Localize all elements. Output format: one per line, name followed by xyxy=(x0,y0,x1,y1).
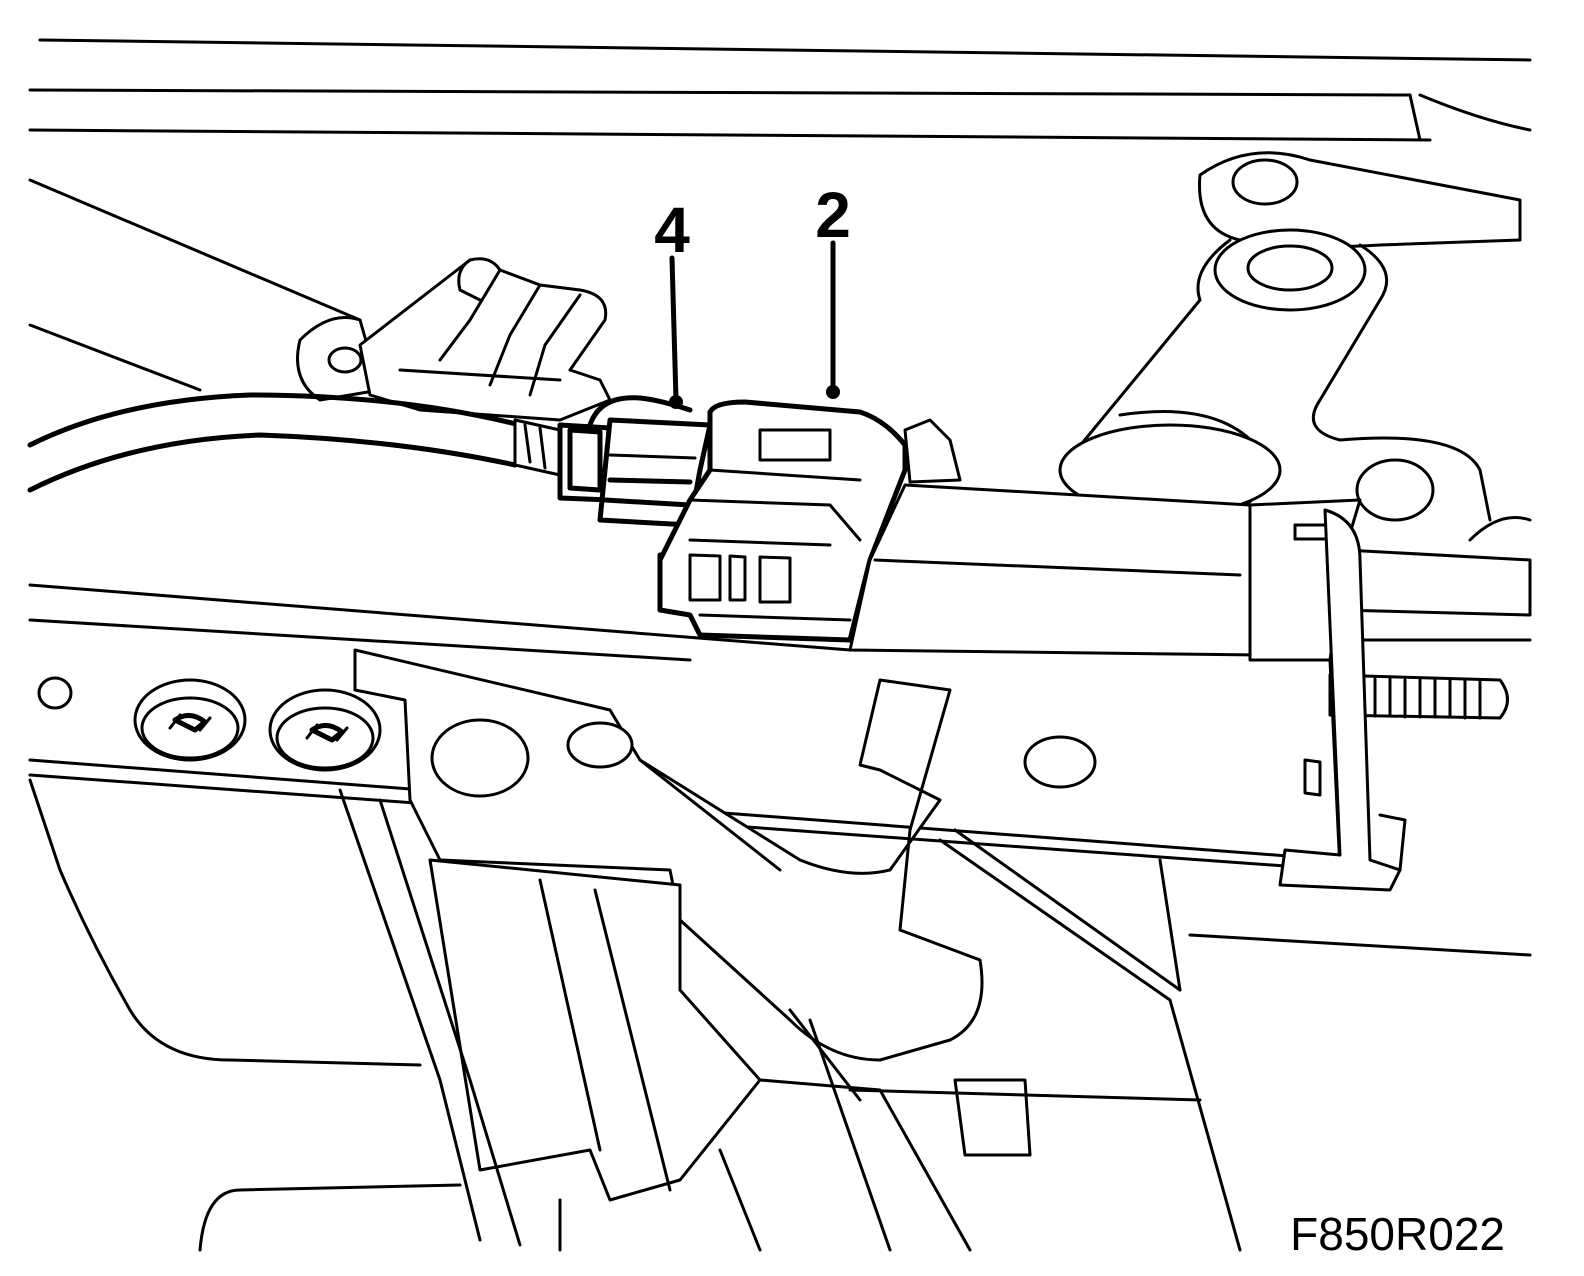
hinge-bracket xyxy=(1058,151,1532,542)
figure-code: F850R022 xyxy=(1290,1208,1505,1260)
latch-bracket xyxy=(353,648,1097,1062)
threaded-rod xyxy=(1328,673,1509,720)
lower-plate xyxy=(28,778,1532,1252)
callout-leaders xyxy=(669,240,840,409)
connector-housing xyxy=(657,399,962,643)
upper-left-frame xyxy=(28,178,612,422)
callout-label-2: 2 xyxy=(815,179,851,251)
screw-left xyxy=(133,678,247,762)
screw-right xyxy=(268,688,382,772)
cross-tube xyxy=(848,483,1532,662)
top-rail xyxy=(28,38,1532,142)
callout-label-4: 4 xyxy=(654,194,690,266)
